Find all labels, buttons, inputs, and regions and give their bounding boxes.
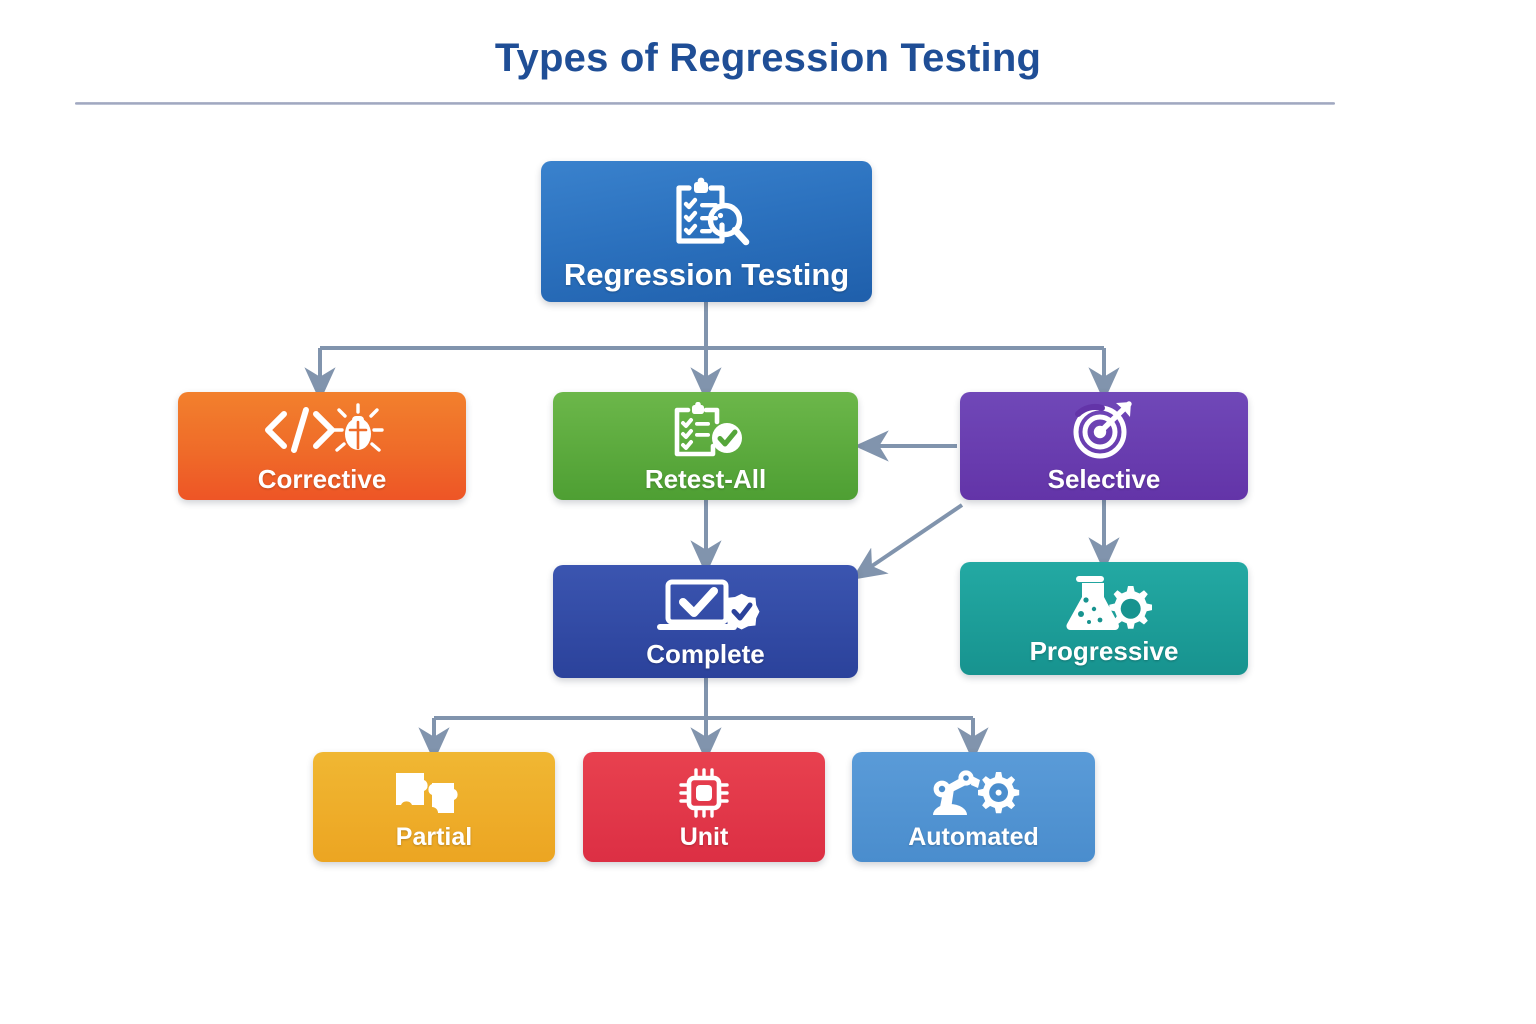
node-label: Partial [395,822,473,851]
node-label: Unit [679,822,729,851]
clipboard-checklist-magnifier-icon [659,177,755,251]
node-selective[interactable]: Selective [960,392,1248,500]
node-regression-testing[interactable]: Regression Testing [541,161,872,302]
edge-selective-complete [851,503,964,580]
node-retest-all[interactable]: Retest-All [553,392,858,500]
page-title: Types of Regression Testing [494,36,1042,80]
node-corrective[interactable]: Corrective [178,392,466,500]
robot-arm-gear-icon [924,767,1024,819]
laptop-check-badge-icon [652,577,760,635]
node-partial[interactable]: Partial [313,752,555,862]
node-label: Progressive [1029,636,1179,666]
clipboard-check-circle-icon [661,401,751,458]
node-label: Complete [646,639,765,669]
node-label: Retest-All [644,463,767,494]
node-progressive[interactable]: Progressive [960,562,1248,675]
puzzle-pieces-icon [390,767,478,819]
code-brackets-bug-icon [258,402,386,458]
microchip-icon [675,767,733,819]
flask-gear-icon [1056,574,1152,632]
node-label: Corrective [257,463,387,494]
node-unit[interactable]: Unit [583,752,825,862]
node-label: Selective [1047,463,1161,494]
target-arrow-icon [1071,400,1137,458]
node-label: Automated [908,822,1039,851]
node-complete[interactable]: Complete [553,565,858,678]
node-automated[interactable]: Automated [852,752,1095,862]
title-divider [75,102,1335,105]
node-label: Regression Testing [563,256,850,292]
